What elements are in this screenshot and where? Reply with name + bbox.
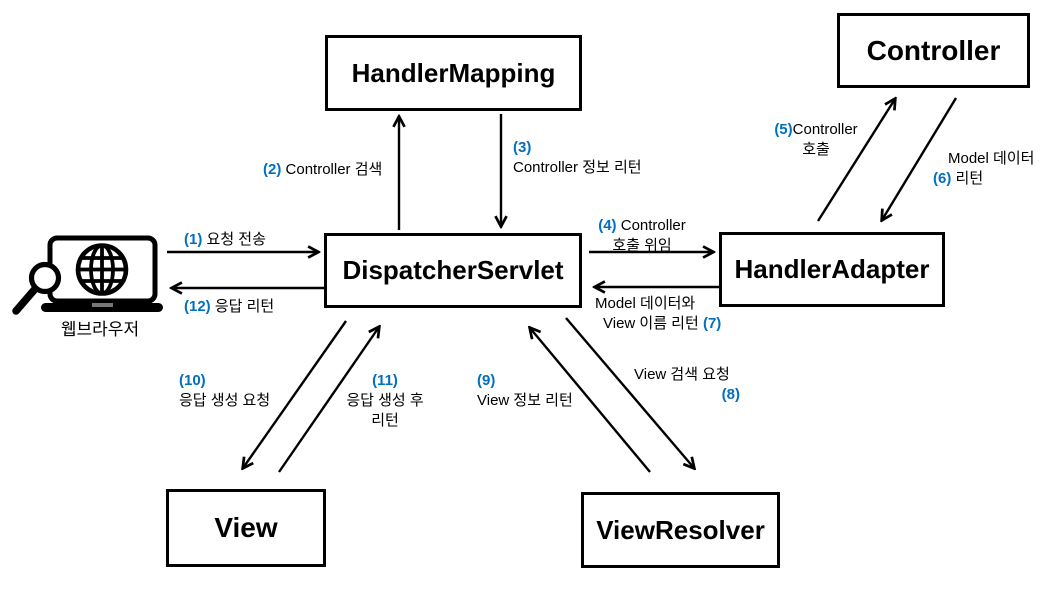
step-2-number: (2)	[263, 161, 282, 178]
step-4-number: (4)	[598, 217, 617, 234]
step-11-text: 응답 생성 후	[346, 392, 424, 409]
box-handler-mapping: HandlerMapping	[325, 35, 582, 111]
step-2-label: (2) Controller 검색	[263, 160, 382, 180]
step-3-number: (3)	[513, 139, 532, 156]
arrow-step-8	[565, 317, 694, 468]
arrow-step-6	[882, 97, 958, 220]
laptop-base	[41, 303, 163, 312]
step-6-text: Model 데이터	[948, 150, 1035, 167]
step-8-number: (8)	[721, 386, 740, 403]
step-11-text2: 리턴	[371, 412, 399, 429]
step-7-text: Model 데이터와	[595, 295, 696, 312]
box-view: View	[166, 489, 326, 567]
step-3-text: Controller 정보 리턴	[513, 159, 642, 176]
step-5-label: (5)Controller 호출	[768, 120, 864, 160]
step-6-label: Model 데이터 (6) 리턴	[933, 149, 1034, 189]
step-7-text2: View 이름 리턴	[603, 315, 699, 332]
step-5-number: (5)	[774, 121, 793, 138]
box-dispatcher-servlet: DispatcherServlet	[324, 233, 582, 308]
step-9-label: (9) View 정보 리턴	[477, 371, 573, 411]
step-10-text: 응답 생성 요청	[179, 392, 271, 409]
step-2-text: Controller 검색	[285, 161, 383, 178]
step-3-label: (3) Controller 정보 리턴	[513, 138, 642, 178]
step-4-label: (4) Controller 호출 위임	[592, 216, 692, 256]
box-view-resolver: ViewResolver	[581, 492, 780, 568]
laptop-base-notch	[92, 303, 113, 307]
step-12-text: 응답 리턴	[214, 298, 275, 315]
step-6-text2: 리턴	[955, 170, 984, 187]
step-5-text2: 호출	[802, 141, 830, 158]
step-11-label: (11) 응답 생성 후 리턴	[342, 371, 428, 431]
arrow-step-10	[243, 320, 347, 468]
step-8-label: View 검색 요청 (8)	[634, 365, 740, 405]
step-11-number: (11)	[372, 372, 398, 389]
step-4-text: Controller	[620, 217, 686, 234]
step-5-text: Controller	[792, 121, 858, 138]
web-browser-label: 웹브라우저	[60, 320, 140, 339]
arrow-step-5	[816, 99, 895, 222]
step-12-label: (12) 응답 리턴	[184, 297, 274, 317]
step-10-number: (10)	[179, 372, 206, 389]
box-controller: Controller	[837, 13, 1030, 88]
globe-icon	[75, 243, 129, 296]
step-12-number: (12)	[184, 298, 211, 315]
step-7-number: (7)	[702, 315, 722, 332]
web-browser-icon	[12, 235, 163, 315]
box-handler-adapter: HandlerAdapter	[719, 232, 945, 307]
arrow-step-9	[530, 328, 651, 473]
magnifier-icon	[12, 261, 62, 315]
step-1-text: 요청 전송	[206, 231, 266, 248]
arrow-step-11	[278, 327, 379, 473]
step-6-number: (6)	[933, 170, 952, 187]
step-9-number: (9)	[477, 372, 496, 389]
step-10-label: (10) 응답 생성 요청	[179, 371, 270, 411]
step-9-text: View 정보 리턴	[477, 392, 573, 409]
step-8-text: View 검색 요청	[634, 366, 730, 383]
step-7-label: Model 데이터와 View 이름 리턴 (7)	[595, 294, 721, 334]
step-1-label: (1) 요청 전송	[184, 230, 266, 250]
step-4-text2: 호출 위임	[612, 237, 672, 254]
step-1-number: (1)	[184, 231, 203, 248]
